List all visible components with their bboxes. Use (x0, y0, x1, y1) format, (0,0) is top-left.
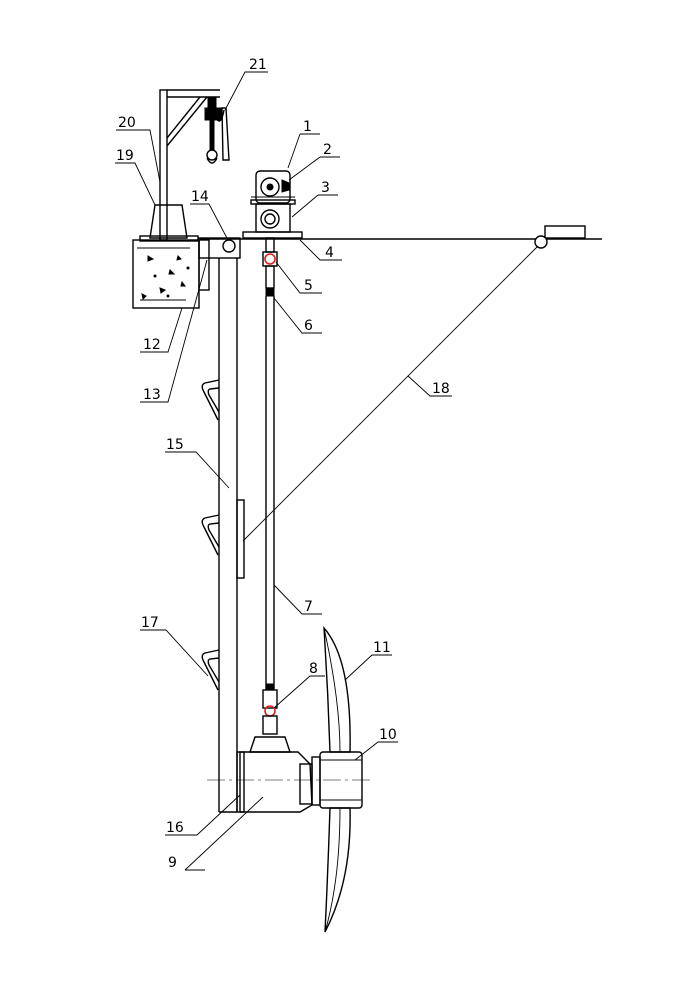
label-21: 21 (249, 57, 267, 73)
drive-shaft (262, 237, 278, 735)
label-17: 17 (141, 615, 159, 631)
label-3: 3 (321, 180, 330, 196)
label-1: 1 (303, 119, 312, 135)
label-2: 2 (323, 142, 332, 158)
label-20: 20 (118, 115, 136, 131)
label-11: 11 (373, 640, 391, 656)
label-18: 18 (432, 381, 450, 397)
ladder-steps (201, 379, 220, 691)
guide-column (218, 258, 245, 813)
label-6: 6 (304, 318, 313, 334)
drive-unit (242, 170, 303, 239)
gearbox (207, 736, 372, 813)
label-9: 9 (168, 855, 177, 871)
bracket-plate (198, 239, 210, 291)
label-15: 15 (166, 437, 184, 453)
label-4: 4 (325, 245, 334, 261)
label-12: 12 (143, 337, 161, 353)
label-19: 19 (116, 148, 134, 164)
label-8: 8 (309, 661, 318, 677)
label-14: 14 (191, 189, 209, 205)
label-10: 10 (379, 727, 397, 743)
part-labels: 1 2 3 4 5 6 7 8 9 10 11 12 13 14 15 16 1… (116, 57, 450, 871)
label-5: 5 (304, 278, 313, 294)
anchor-block (544, 225, 586, 239)
chain-hoist (204, 97, 230, 164)
label-7: 7 (304, 599, 313, 615)
concrete-wall (132, 239, 200, 309)
pivot-pin (222, 239, 236, 253)
label-16: 16 (166, 820, 184, 836)
leader-lines (115, 71, 452, 871)
label-13: 13 (143, 387, 161, 403)
anchor-pulley (534, 235, 548, 249)
stay-rope (242, 245, 539, 542)
propeller-blades (323, 625, 351, 933)
lifting-crane (139, 89, 220, 242)
